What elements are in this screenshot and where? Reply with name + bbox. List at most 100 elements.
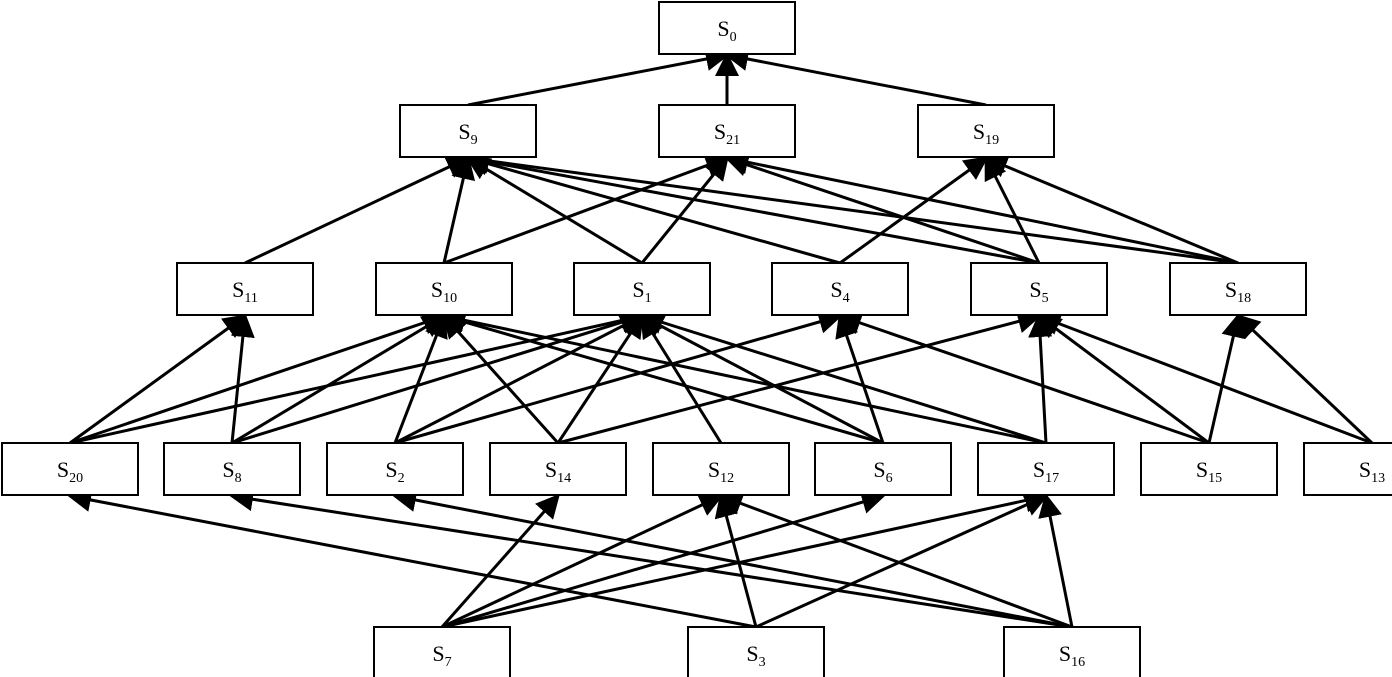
node-label: S12: [708, 457, 734, 486]
node-label: S10: [431, 277, 457, 306]
node-s17: S17: [977, 442, 1115, 496]
edge-s2-to-s10: [393, 313, 448, 444]
node-label: S19: [973, 119, 999, 148]
node-label: S9: [458, 119, 477, 148]
node-box: [970, 262, 1108, 316]
edge-s15-to-s4: [837, 311, 1210, 445]
edge-s14-to-s5: [557, 309, 1042, 445]
node-label: S21: [714, 119, 740, 148]
edge-s6-to-s1: [639, 314, 884, 445]
node-label: S6: [873, 457, 892, 486]
edge-s15-to-s18: [1207, 313, 1246, 444]
node-box: [771, 262, 909, 316]
edge-s19-to-s0: [724, 47, 987, 107]
node-s9: S9: [399, 104, 537, 158]
node-label-subscript: 17: [1045, 471, 1059, 486]
node-s15: S15: [1140, 442, 1278, 496]
node-box: [176, 262, 314, 316]
node-label-letter: S: [222, 457, 234, 482]
edge-s18-to-s21: [724, 150, 1239, 265]
node-label-letter: S: [973, 119, 985, 144]
node-label-letter: S: [830, 277, 842, 302]
node-label: S8: [222, 457, 241, 486]
edge-s18-to-s19: [983, 155, 1239, 265]
node-s12: S12: [652, 442, 790, 496]
node-label: S2: [385, 457, 404, 486]
node-label-letter: S: [385, 457, 397, 482]
edge-s2-to-s4: [394, 310, 843, 445]
node-label-letter: S: [1059, 641, 1071, 666]
node-label-subscript: 0: [730, 30, 737, 45]
edge-s8-to-s10: [231, 314, 447, 445]
node-label-letter: S: [708, 457, 720, 482]
node-box: [326, 442, 464, 496]
node-label-letter: S: [1029, 277, 1041, 302]
node-label-subscript: 5: [1042, 291, 1049, 306]
node-box: [1003, 626, 1141, 677]
edge-s16-to-s12: [718, 492, 1073, 629]
node-label-letter: S: [57, 457, 69, 482]
node-label: S11: [232, 277, 258, 306]
edge-s1-to-s21: [640, 155, 729, 264]
node-label-subscript: 1: [645, 291, 652, 306]
node-s8: S8: [163, 442, 301, 496]
node-s20: S20: [1, 442, 139, 496]
node-label: S18: [1225, 277, 1251, 306]
node-label-letter: S: [714, 119, 726, 144]
node-label-subscript: 9: [471, 133, 478, 148]
node-label-subscript: 4: [843, 291, 850, 306]
node-s11: S11: [176, 262, 314, 316]
edge-s7-to-s12: [441, 494, 724, 629]
node-box: [373, 626, 511, 677]
edge-s16-to-s2: [392, 488, 1073, 629]
node-label-letter: S: [1196, 457, 1208, 482]
node-label-subscript: 18: [1237, 291, 1251, 306]
edge-s2-to-s1: [394, 314, 645, 445]
node-box: [489, 442, 627, 496]
node-label-subscript: 3: [759, 655, 766, 670]
node-s5: S5: [970, 262, 1108, 316]
node-box: [652, 442, 790, 496]
edge-s6-to-s10: [441, 310, 884, 445]
edge-s17-to-s10: [441, 308, 1047, 445]
node-label-letter: S: [873, 457, 885, 482]
edge-s15-to-s5: [1036, 314, 1210, 445]
node-s18: S18: [1169, 262, 1307, 316]
node-box: [1140, 442, 1278, 496]
edge-s17-to-s1: [639, 310, 1047, 445]
node-box: [375, 262, 513, 316]
node-label-subscript: 11: [244, 291, 257, 306]
edge-s4-to-s19: [839, 156, 989, 265]
node-label-letter: S: [1225, 277, 1237, 302]
node-label-subscript: 10: [443, 291, 457, 306]
node-label-subscript: 2: [398, 471, 405, 486]
node-s4: S4: [771, 262, 909, 316]
edge-s10-to-s21: [443, 154, 730, 265]
edge-s17-to-s5: [1028, 313, 1053, 444]
node-label: S13: [1359, 457, 1385, 486]
node-s21: S21: [658, 104, 796, 158]
node-label: S16: [1059, 641, 1085, 670]
edge-s3-to-s20: [67, 488, 757, 629]
node-label-subscript: 14: [557, 471, 571, 486]
edge-s16-to-s17: [1038, 493, 1074, 628]
node-label-subscript: 8: [235, 471, 242, 486]
node-label-letter: S: [431, 277, 443, 302]
node-box: [687, 626, 825, 677]
edge-s3-to-s17: [755, 493, 1049, 629]
node-label-letter: S: [458, 119, 470, 144]
node-label: S20: [57, 457, 83, 486]
node-label-letter: S: [717, 16, 729, 41]
edge-s7-to-s17: [441, 488, 1049, 629]
edge-s20-to-s1: [69, 308, 645, 445]
edges-layer: [67, 47, 1374, 629]
edge-s4-to-s9: [465, 152, 841, 265]
edge-s12-to-s1: [640, 313, 723, 444]
edge-s14-to-s1: [556, 313, 644, 444]
edge-s5-to-s21: [724, 153, 1040, 265]
node-s2: S2: [326, 442, 464, 496]
node-label-subscript: 15: [1208, 471, 1222, 486]
edge-s7-to-s14: [440, 493, 560, 628]
node-box: [658, 1, 796, 55]
